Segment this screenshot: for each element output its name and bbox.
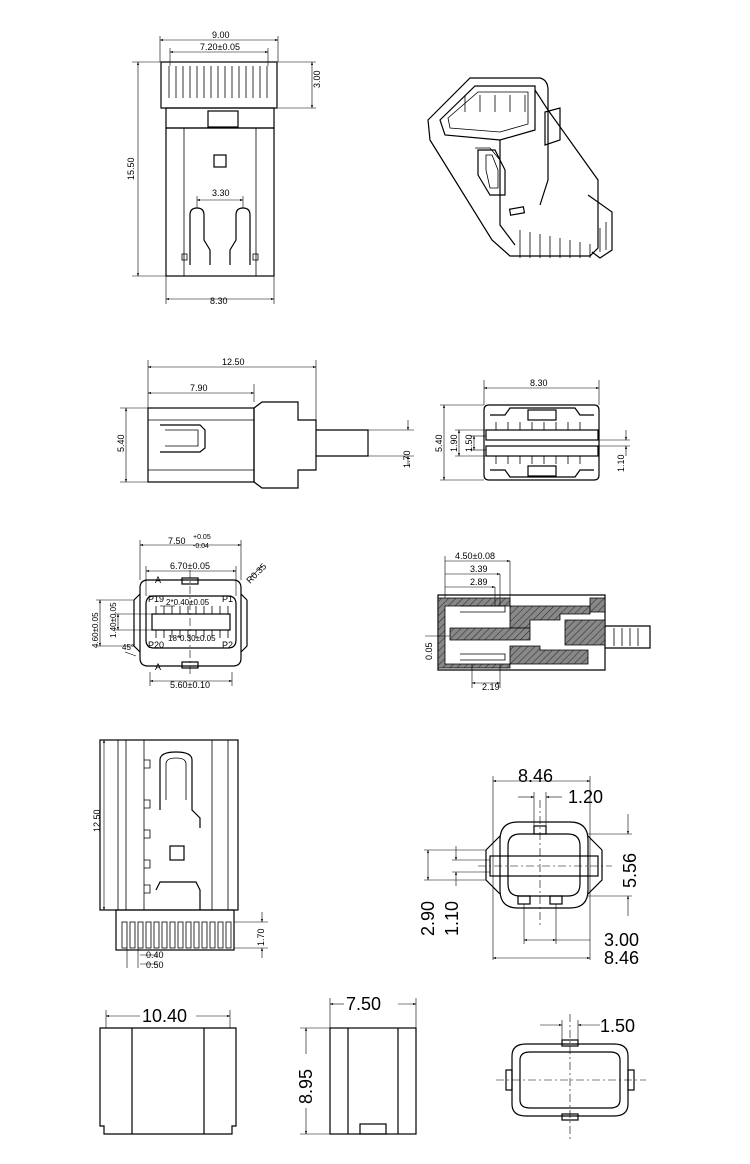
dim-housing-height: 5.56 bbox=[620, 853, 640, 888]
dim-shell-key-width: 1.50 bbox=[600, 1016, 635, 1036]
shell-front-view: 10.40 bbox=[99, 1006, 237, 1135]
dim-top-latch-spacing: 3.30 bbox=[212, 188, 230, 198]
dim-section-lead-length: 2.19 bbox=[482, 682, 500, 692]
dim-top-body-width: 8.30 bbox=[210, 296, 228, 306]
shell-side-view: 7.50 8.95 bbox=[296, 994, 417, 1135]
dim-housing-width-bottom: 8.46 bbox=[604, 948, 639, 968]
end-view: 8.30 5.40 1.90 1.50 1.10 bbox=[434, 378, 630, 481]
section-view: 4.50±0.08 3.39 2.89 0.05 2.19 bbox=[424, 551, 651, 692]
dim-side-height: 5.40 bbox=[116, 434, 126, 452]
dim-front-base-width: 5.60±0.10 bbox=[170, 680, 210, 690]
dim-top-width: 9.00 bbox=[212, 30, 230, 40]
section-marker-a-top: A bbox=[155, 575, 161, 585]
dim-end-slot-height: 1.50 bbox=[464, 434, 474, 452]
dim-bottom-pin-pitch: 0.50 bbox=[146, 960, 164, 970]
dim-top-pitch-span: 7.20±0.05 bbox=[200, 42, 240, 52]
pin-label-p20: P20 bbox=[148, 640, 164, 650]
dim-section-depth: 4.50±0.08 bbox=[455, 551, 495, 561]
dim-bottom-length: 12.50 bbox=[92, 809, 102, 832]
dim-section-latch-depth: 2.89 bbox=[470, 577, 488, 587]
dim-section-contact-depth: 3.39 bbox=[470, 564, 488, 574]
top-view: 9.00 7.20±0.05 3.00 15.50 3.30 8.30 bbox=[126, 30, 322, 306]
dim-front-pin-pitch: 18*0.30±0.05 bbox=[168, 634, 216, 643]
dim-front-inner-width: 6.70±0.05 bbox=[170, 561, 210, 571]
dim-front-width: 7.50 bbox=[168, 536, 186, 546]
dim-side-cable-height: 1.70 bbox=[402, 450, 412, 468]
pin-label-p1: P1 bbox=[222, 594, 233, 604]
dim-front-height: 4.60±0.05 bbox=[91, 612, 100, 648]
dim-side-length: 12.50 bbox=[222, 357, 245, 367]
dim-front-width-tol-upper: +0.05 bbox=[193, 534, 211, 541]
dim-shell-height: 8.95 bbox=[296, 1069, 316, 1104]
dim-front-width-tol-lower: -0.04 bbox=[193, 543, 209, 550]
front-mating-view: 7.50 +0.05 -0.04 6.70±0.05 R0.35 A P19 P… bbox=[91, 534, 268, 690]
dim-end-pcb-height: 1.90 bbox=[449, 434, 459, 452]
dim-top-tail-height: 3.00 bbox=[312, 70, 322, 88]
shell-end-view: 1.50 bbox=[496, 1014, 646, 1142]
dim-housing-width-top: 8.46 bbox=[518, 766, 553, 786]
isometric-view bbox=[427, 77, 613, 259]
dim-end-board-thickness: 1.10 bbox=[616, 454, 626, 472]
pin-label-p19: P19 bbox=[148, 594, 164, 604]
section-marker-a-bottom: A bbox=[155, 662, 161, 672]
dim-section-offset: 0.05 bbox=[424, 642, 434, 660]
dim-housing-slot-inner: 1.10 bbox=[442, 901, 462, 936]
pin-label-p2: P2 bbox=[222, 640, 233, 650]
dim-bottom-pin-width: 0.40 bbox=[146, 950, 164, 960]
dim-shell-depth: 7.50 bbox=[346, 994, 381, 1014]
dim-front-chamfer-angle: 45° bbox=[122, 643, 134, 652]
dim-front-slot-height: 1.40±0.05 bbox=[109, 602, 118, 638]
dim-housing-key-spacing: 3.00 bbox=[604, 930, 639, 950]
bottom-view: 12.50 1.70 0.40 0.50 bbox=[92, 739, 268, 970]
housing-end-view: 8.46 1.20 5.56 2.90 1.10 3.00 8.46 bbox=[418, 766, 640, 968]
dim-top-length: 15.50 bbox=[126, 157, 136, 180]
dim-front-radius: R0.35 bbox=[244, 561, 268, 585]
dim-shell-width: 10.40 bbox=[142, 1006, 187, 1026]
dim-end-width: 8.30 bbox=[530, 378, 548, 388]
side-view: 12.50 7.90 5.40 1.70 bbox=[116, 357, 414, 489]
dim-end-height: 5.40 bbox=[434, 434, 444, 452]
dim-front-key-width: 2*0.40±0.05 bbox=[166, 598, 210, 607]
dim-bottom-tail-height: 1.70 bbox=[256, 928, 266, 946]
dim-side-body-length: 7.90 bbox=[190, 383, 208, 393]
dim-housing-key-width: 1.20 bbox=[568, 787, 603, 807]
dim-housing-slot-height: 2.90 bbox=[418, 901, 438, 936]
